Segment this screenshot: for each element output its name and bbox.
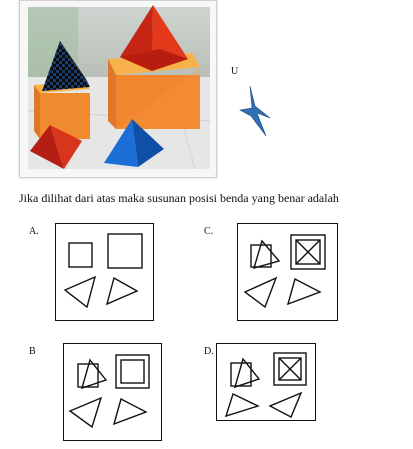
photo-illustration xyxy=(27,5,211,170)
question-text: Jika dilihat dari atas maka susunan posi… xyxy=(19,191,339,205)
triangle-icon xyxy=(105,276,139,306)
triangle-icon xyxy=(243,276,278,309)
square-icon xyxy=(77,363,99,388)
option-a-choice[interactable] xyxy=(55,223,154,321)
option-a-label: A. xyxy=(29,226,39,237)
option-c-label: C. xyxy=(204,226,214,237)
square-icon xyxy=(115,354,150,389)
triangle-icon xyxy=(286,277,322,306)
triangle-icon xyxy=(252,239,281,270)
option-c-diagram xyxy=(243,234,326,309)
triangle-icon xyxy=(233,357,261,389)
option-b-label: B xyxy=(29,346,36,357)
square-icon xyxy=(273,352,307,386)
compass-north-label: U xyxy=(231,66,239,77)
triangle-icon xyxy=(268,391,303,418)
option-b-diagram xyxy=(68,354,150,429)
option-a-diagram xyxy=(63,233,143,309)
option-b-choice[interactable] xyxy=(63,343,162,441)
triangle-icon xyxy=(68,396,103,429)
triangle-icon xyxy=(80,358,108,390)
option-d-diagram xyxy=(224,352,307,418)
option-c-choice[interactable] xyxy=(237,223,338,321)
triangle-icon xyxy=(224,393,260,418)
black-checkered-pyramid xyxy=(42,41,90,91)
square-icon xyxy=(278,357,302,381)
compass-star-icon xyxy=(239,85,271,137)
red-pyramid xyxy=(120,5,188,71)
blue-pyramid xyxy=(104,119,164,167)
square-icon xyxy=(120,359,145,384)
red-small-pyramid xyxy=(30,125,82,169)
square-icon xyxy=(68,242,93,268)
triangle-icon xyxy=(112,397,148,426)
square-icon xyxy=(295,239,321,265)
square-icon xyxy=(107,233,143,269)
option-d-label: D. xyxy=(204,346,214,357)
arrangement-photo xyxy=(19,0,217,178)
square-icon xyxy=(290,234,326,270)
triangle-icon xyxy=(63,275,97,309)
option-d-choice[interactable] xyxy=(216,343,316,421)
square-icon xyxy=(230,362,252,387)
